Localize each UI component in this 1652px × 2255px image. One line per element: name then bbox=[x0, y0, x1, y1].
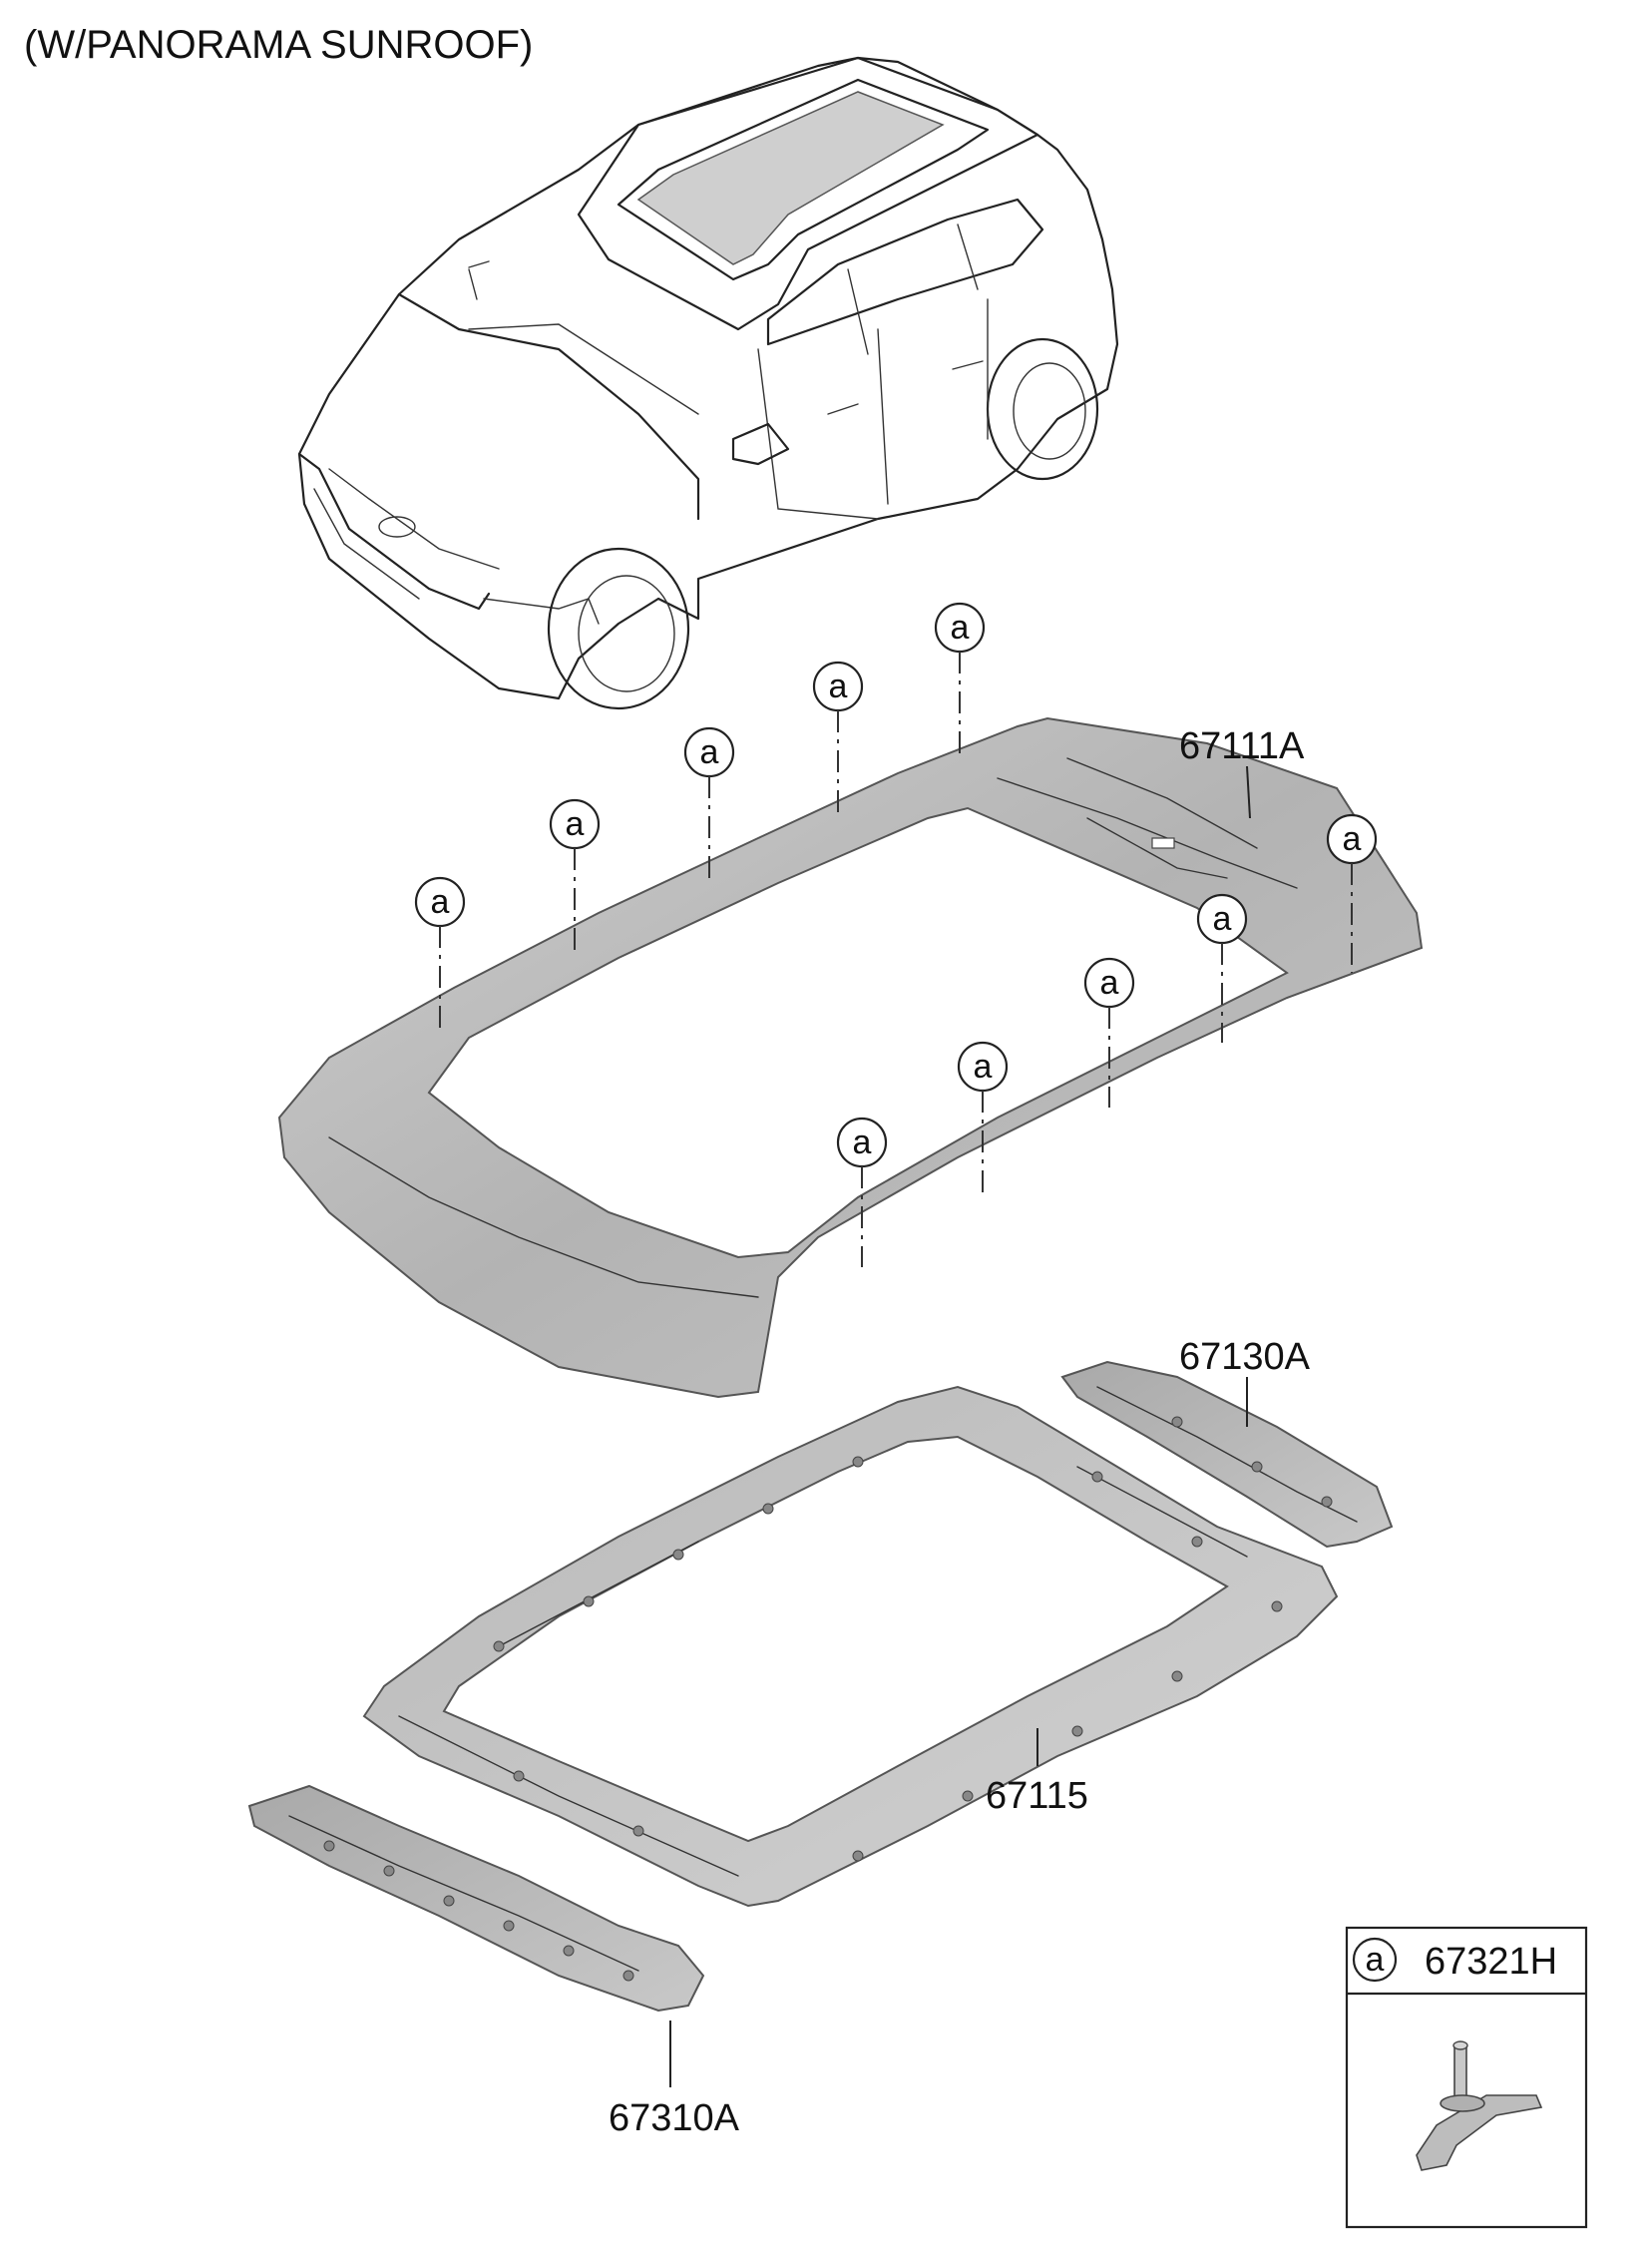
frame-bolt-holes bbox=[493, 1456, 1283, 1862]
legend-marker-circle bbox=[1352, 1937, 1398, 1983]
marker-a[interactable]: a bbox=[812, 661, 864, 813]
marker-label: a bbox=[700, 733, 719, 771]
marker-a[interactable]: a bbox=[683, 726, 735, 878]
vehicle-illustration bbox=[297, 56, 1119, 710]
part-label-67310A[interactable]: 67310A bbox=[609, 2097, 740, 2139]
marker-label: a bbox=[431, 883, 450, 921]
marker-label: a bbox=[1213, 900, 1232, 938]
part-label-67130A[interactable]: 67130A bbox=[1179, 1336, 1311, 1378]
rear-rail[interactable]: 67310A bbox=[247, 1784, 740, 2139]
marker-a[interactable]: a bbox=[957, 1041, 1009, 1192]
marker-label: a bbox=[853, 1124, 872, 1161]
front-rail[interactable]: 67130A bbox=[1060, 1336, 1394, 1549]
legend-part-number[interactable]: 67321H bbox=[1425, 1941, 1557, 1983]
marker-a[interactable]: a bbox=[934, 602, 986, 753]
roof-hole bbox=[1151, 837, 1175, 849]
marker-label: a bbox=[951, 609, 970, 647]
part-label-67111A[interactable]: 67111A bbox=[1179, 725, 1305, 767]
marker-a[interactable]: a bbox=[836, 1117, 888, 1267]
marker-a[interactable]: a bbox=[414, 876, 466, 1028]
rail-bolt-holes bbox=[323, 1840, 634, 1982]
part-label-67115[interactable]: 67115 bbox=[986, 1775, 1088, 1817]
marker-a[interactable]: a bbox=[549, 798, 601, 953]
marker-label: a bbox=[829, 668, 848, 705]
marker-a[interactable]: a bbox=[1326, 813, 1378, 973]
marker-label: a bbox=[1100, 964, 1119, 1002]
marker-a[interactable]: a bbox=[1083, 957, 1135, 1108]
sunroof-frame[interactable]: 67115 bbox=[362, 1385, 1339, 1908]
marker-a[interactable]: a bbox=[1196, 893, 1248, 1043]
stud-bolt-icon bbox=[1416, 2040, 1543, 2171]
marker-label: a bbox=[566, 805, 585, 843]
marker-label: a bbox=[974, 1048, 993, 1086]
legend-box: a 67321H bbox=[1345, 1926, 1588, 2229]
diagram-title: (W/PANORAMA SUNROOF) bbox=[24, 23, 533, 67]
legend-marker: a bbox=[1366, 1941, 1385, 1979]
marker-callouts: a a a a a a a bbox=[414, 602, 1378, 1267]
marker-label: a bbox=[1343, 820, 1362, 858]
roof-panel[interactable]: 67111A bbox=[277, 716, 1424, 1399]
